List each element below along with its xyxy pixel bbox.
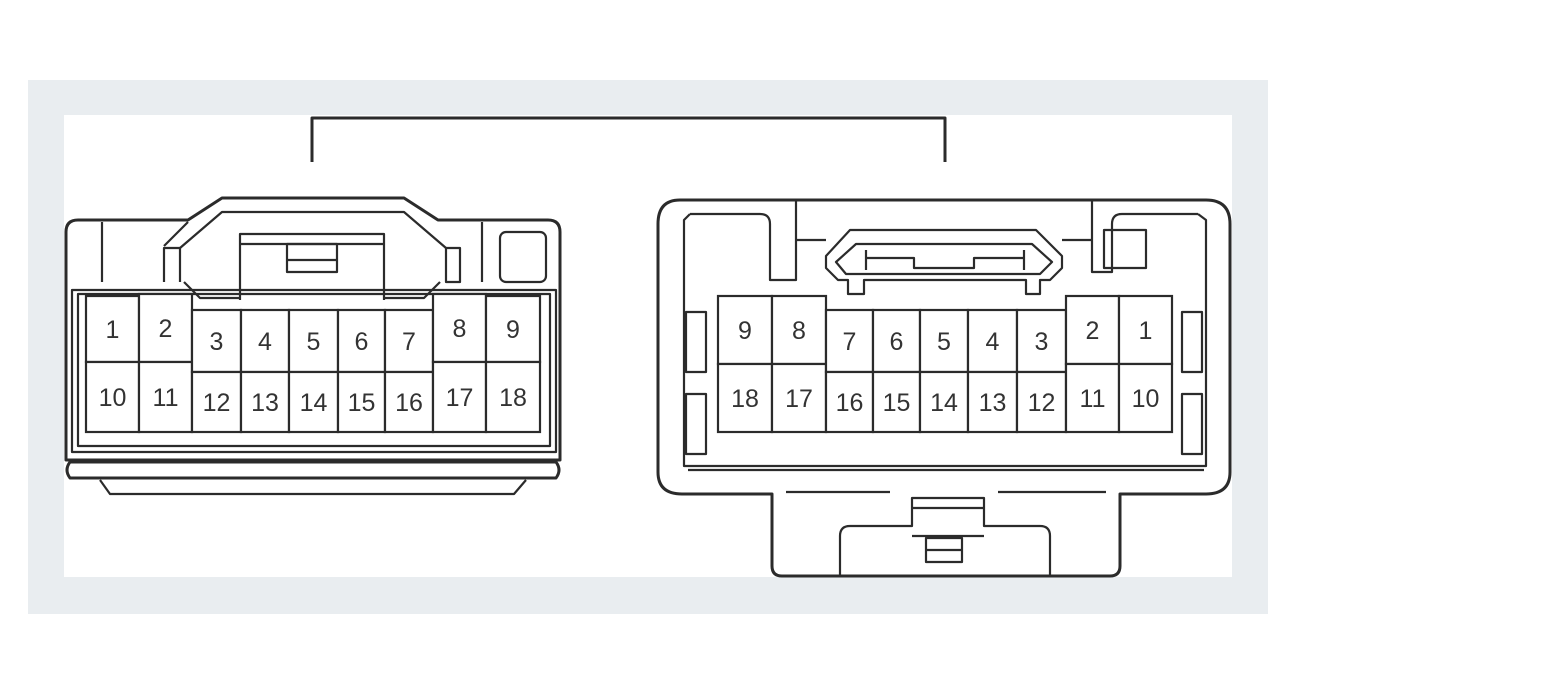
left-connector-housing — [64, 196, 562, 496]
right-pin-15-label: 15 — [883, 389, 911, 417]
right-pin-5-label: 5 — [937, 328, 951, 356]
right-pin-17-label: 17 — [785, 385, 813, 413]
left-pin-5-label: 5 — [307, 328, 321, 356]
right-pin-1-label: 1 — [1139, 317, 1153, 345]
right-pin-9-label: 9 — [738, 317, 752, 345]
right-connector-housing — [656, 198, 1232, 578]
right-pin-7-label: 7 — [843, 328, 857, 356]
left-pin-17-label: 17 — [446, 384, 474, 412]
right-pin-14-label: 14 — [930, 389, 958, 417]
left-pin-8-label: 8 — [453, 315, 467, 343]
left-pin-11-label: 11 — [153, 384, 179, 412]
left-pin-1-label: 1 — [106, 316, 120, 344]
right-pin-12-cell — [1015, 370, 1068, 434]
left-pin-10-cell — [84, 360, 141, 434]
left-pin-2-label: 2 — [159, 315, 173, 343]
right-pin-6-cell — [871, 308, 922, 374]
right-pin-17-cell — [770, 362, 828, 434]
right-pin-12-label: 12 — [1028, 389, 1056, 417]
right-pin-1-cell — [1117, 294, 1174, 366]
left-pin-9-label: 9 — [506, 316, 520, 344]
right-pin-9-cell — [716, 294, 774, 366]
right-pin-10-cell — [1117, 362, 1174, 434]
left-pin-16-cell — [383, 370, 435, 434]
left-pin-5-cell — [287, 308, 340, 374]
left-pin-15-label: 15 — [348, 389, 376, 417]
right-pin-13-cell — [966, 370, 1019, 434]
right-pin-18-cell — [716, 362, 774, 434]
left-pin-6-label: 6 — [355, 328, 369, 356]
left-pin-9-cell — [484, 294, 542, 364]
right-pin-4-cell — [966, 308, 1019, 374]
left-pin-8-cell — [431, 292, 488, 364]
left-pin-4-label: 4 — [258, 328, 272, 356]
right-pin-3-label: 3 — [1035, 328, 1049, 356]
right-pin-11-label: 11 — [1080, 385, 1106, 413]
left-pin-7-label: 7 — [402, 328, 416, 356]
left-pin-15-cell — [336, 370, 387, 434]
right-pin-16-label: 16 — [836, 389, 864, 417]
left-pin-18-label: 18 — [499, 384, 527, 412]
right-pin-13-label: 13 — [979, 389, 1007, 417]
right-pin-18-label: 18 — [731, 385, 759, 413]
left-pin-11-cell — [137, 360, 194, 434]
left-pin-12-label: 12 — [203, 389, 231, 417]
left-pin-16-label: 16 — [395, 389, 423, 417]
right-pin-14-cell — [918, 370, 970, 434]
left-pin-3-label: 3 — [210, 328, 224, 356]
left-pin-14-label: 14 — [300, 389, 328, 417]
bracket-line — [310, 116, 947, 162]
left-pin-18-cell — [484, 360, 542, 434]
left-pin-13-label: 13 — [251, 389, 279, 417]
left-pin-3-cell — [190, 308, 243, 374]
left-pin-12-cell — [190, 370, 243, 434]
left-pin-7-cell — [383, 308, 435, 374]
right-pin-10-label: 10 — [1132, 385, 1160, 413]
right-pin-8-label: 8 — [792, 317, 806, 345]
right-pin-2-cell — [1064, 294, 1121, 366]
left-pin-13-cell — [239, 370, 291, 434]
right-pin-6-label: 6 — [890, 328, 904, 356]
right-pin-2-label: 2 — [1086, 317, 1100, 345]
left-connector-pins: 1 10 2 11 3 12 4 13 5 14 6 15 7 16 8 17 9 18 — [84, 292, 542, 434]
left-pin-4-cell — [239, 308, 291, 374]
right-pin-7-cell — [824, 308, 875, 374]
right-pin-4-label: 4 — [986, 328, 1000, 356]
right-pin-11-cell — [1064, 362, 1121, 434]
left-pin-17-cell — [431, 360, 488, 434]
left-pin-14-cell — [287, 370, 340, 434]
left-pin-10-label: 10 — [99, 384, 127, 412]
